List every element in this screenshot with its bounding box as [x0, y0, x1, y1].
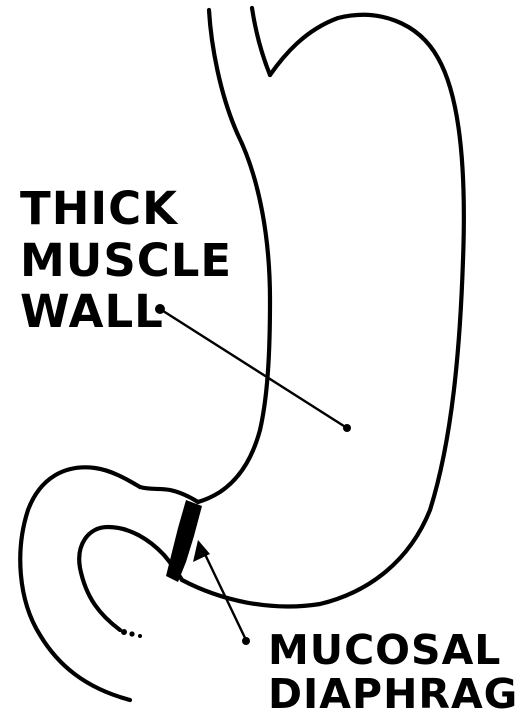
- duodenum-outer-wall: [20, 467, 140, 700]
- esophagus-right-wall: [252, 8, 270, 75]
- wall-leader-end-dot: [343, 424, 351, 432]
- duodenum-end-mark: [129, 631, 134, 636]
- duodenum-end-mark: [121, 629, 127, 635]
- mucosal-diaphragm: [166, 500, 202, 582]
- duodenum-inner-wall: [79, 527, 164, 630]
- thick-muscle-wall-label-line-3: WALL: [20, 285, 164, 338]
- pylorus-upper-wall: [140, 487, 198, 502]
- thick-muscle-wall-label-line-1: THICK: [20, 182, 179, 235]
- diaphragm-leader-dot: [242, 637, 250, 645]
- thick-muscle-wall-label-line-2: MUSCLE: [20, 234, 232, 287]
- mucosal-diaphragm-label-line-1: MUCOSAL: [268, 626, 501, 674]
- wall-leader-line: [160, 309, 347, 428]
- duodenum-end-mark: [138, 634, 142, 638]
- mucosal-diaphragm-label-line-2: DIAPHRAGM: [268, 670, 516, 718]
